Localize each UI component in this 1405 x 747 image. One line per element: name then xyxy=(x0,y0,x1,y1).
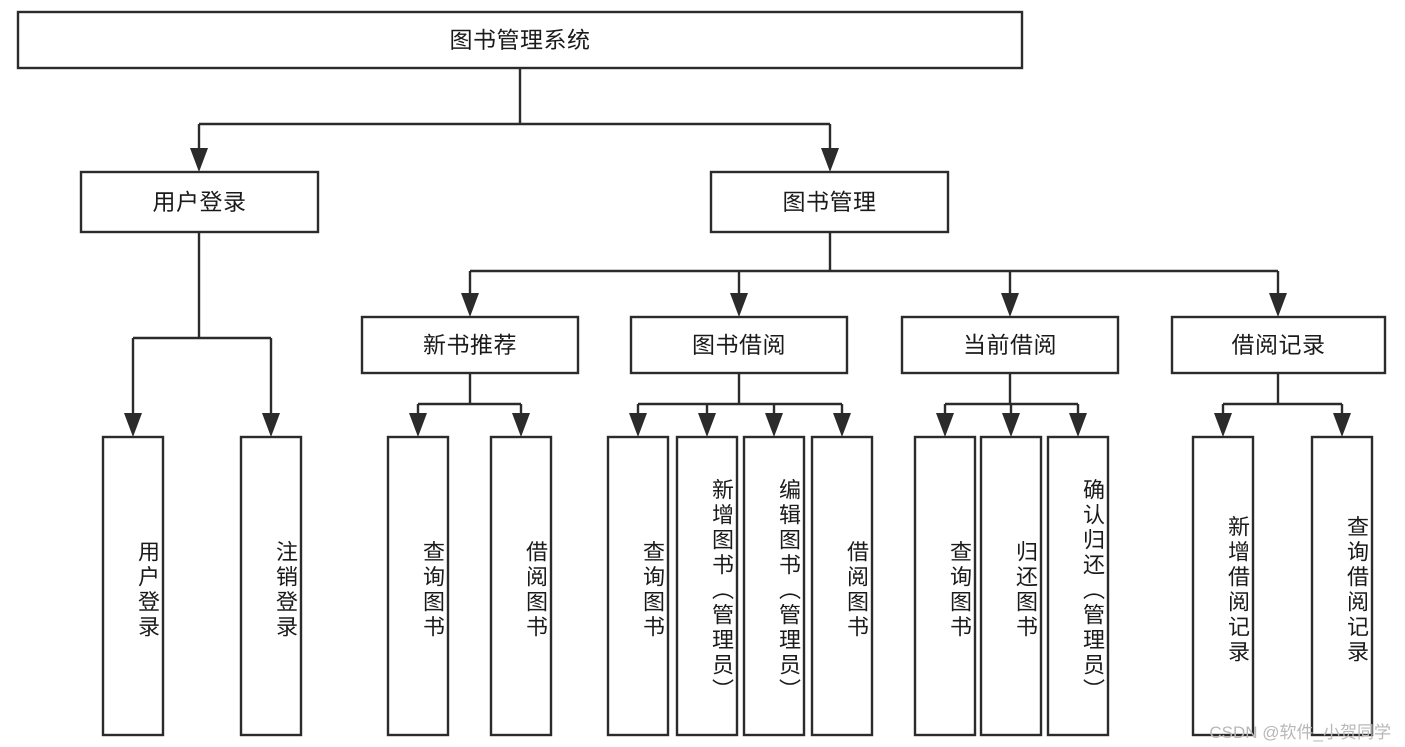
node-rect-layer xyxy=(16,10,1387,737)
arrow-head-icon xyxy=(629,413,647,437)
arrow-head-icon xyxy=(461,293,479,317)
arrow-head-icon xyxy=(698,413,716,437)
arrow-head-icon xyxy=(512,413,530,437)
arrow-head-icon xyxy=(833,413,851,437)
node-rect-book-borrow[interactable] xyxy=(629,315,849,375)
node-rect-leaf-8[interactable] xyxy=(913,435,977,737)
arrow-head-icon xyxy=(1333,413,1351,437)
arrow-head-icon xyxy=(1069,413,1087,437)
arrow-head-icon xyxy=(124,413,142,437)
node-rect-current-borrow[interactable] xyxy=(900,315,1120,375)
node-rect-new-book-recommend[interactable] xyxy=(360,315,580,375)
node-rect-leaf-11[interactable] xyxy=(1191,435,1255,737)
node-rect-leaf-12[interactable] xyxy=(1310,435,1374,737)
node-rect-leaf-5[interactable] xyxy=(675,435,739,737)
node-rect-leaf-6[interactable] xyxy=(742,435,806,737)
node-rect-leaf-2[interactable] xyxy=(386,435,450,737)
node-rect-leaf-7[interactable] xyxy=(810,435,874,737)
arrow-head-icon xyxy=(409,413,427,437)
arrow-head-icon xyxy=(936,413,954,437)
arrow-head-icon xyxy=(262,413,280,437)
node-rect-leaf-9[interactable] xyxy=(979,435,1043,737)
node-rect-leaf-1[interactable] xyxy=(239,435,303,737)
node-rect-root[interactable] xyxy=(16,10,1024,70)
node-rect-leaf-10[interactable] xyxy=(1046,435,1110,737)
arrow-head-icon xyxy=(190,148,208,172)
connector-layer xyxy=(124,68,1351,437)
node-rect-user-login[interactable] xyxy=(79,170,320,234)
arrow-head-icon xyxy=(1214,413,1232,437)
arrow-head-icon xyxy=(1002,413,1020,437)
node-rect-leaf-4[interactable] xyxy=(606,435,670,737)
arrow-head-icon xyxy=(821,148,839,172)
arrow-head-icon xyxy=(1001,293,1019,317)
arrow-head-icon xyxy=(1269,293,1287,317)
arrow-head-icon xyxy=(730,293,748,317)
node-rect-leaf-0[interactable] xyxy=(101,435,165,737)
node-rect-book-mgmt[interactable] xyxy=(709,170,950,234)
node-rect-leaf-3[interactable] xyxy=(489,435,553,737)
arrow-head-icon xyxy=(765,413,783,437)
node-rect-borrow-record[interactable] xyxy=(1170,315,1387,375)
